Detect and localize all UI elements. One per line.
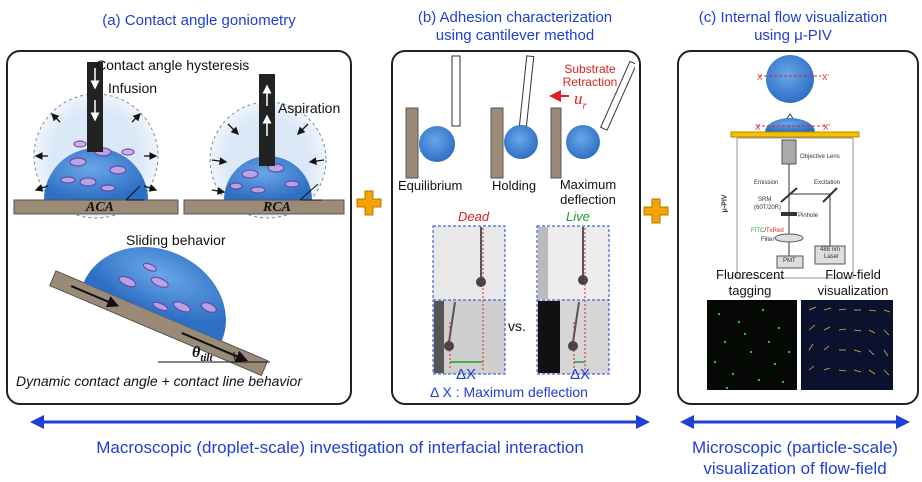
substrate-right <box>183 199 345 215</box>
upiv-side-label: μ-PIV <box>721 194 729 213</box>
ur-subscript: r <box>582 99 587 112</box>
macro-caption: Macroscopic (droplet-scale) investigatio… <box>96 438 584 457</box>
tilt-angle-arc <box>233 351 237 363</box>
panel-b-graphic <box>405 55 635 375</box>
fluorescent-image <box>707 300 797 390</box>
live-dx-label: ΔX <box>570 366 591 383</box>
equilibrium-substrate <box>405 107 419 179</box>
aca-label: ACA <box>86 200 115 215</box>
fluorescent-label-line1: Fluorescent <box>716 267 784 282</box>
panel-a-title: (a) Contact angle goniometry <box>102 12 296 29</box>
max-deflection-droplet <box>566 125 600 159</box>
filter-fitc: FITC <box>751 228 765 234</box>
laser-label-line1: 488 nm <box>820 247 841 253</box>
vs-label: vs. <box>508 318 526 334</box>
srm-label-line2: (60T/20R) <box>754 205 782 211</box>
aspiration-droplet <box>224 156 312 200</box>
substrate-retraction-line2: Retraction <box>562 75 618 89</box>
ur-symbol: u <box>574 89 583 108</box>
live-label: Live <box>566 209 590 224</box>
rca-label: RCA <box>263 200 292 215</box>
dead-top-frame <box>432 225 506 301</box>
laser-box <box>814 245 846 265</box>
infusion-label: Infusion <box>108 80 158 96</box>
holding-substrate <box>490 107 504 179</box>
top-view-droplet <box>766 55 814 103</box>
filter-label-line2: Filter <box>761 237 775 243</box>
theta-label: θtilt <box>192 344 213 364</box>
panel-a-graphic <box>13 62 345 377</box>
filter-label-line1: FITC/TxRed <box>751 228 784 234</box>
holding-label: Holding <box>492 178 537 193</box>
theta-subscript: tilt <box>200 352 213 365</box>
x-left-label: X <box>757 73 763 82</box>
plus-sign-right <box>643 198 669 224</box>
equilibrium-droplet <box>419 126 455 162</box>
micro-caption-line1: Microscopic (particle-scale) <box>692 438 898 457</box>
emission-label: Emission <box>754 180 779 186</box>
pinhole-label: Pinhole <box>798 213 819 219</box>
filter-separator: / <box>764 228 767 234</box>
srm-label-line1: SRM <box>758 197 772 203</box>
pmt-label: PMT <box>783 258 796 264</box>
holding-cantilever <box>518 55 535 127</box>
macro-arrow <box>30 415 650 429</box>
flowfield-label-line2: visualization <box>817 283 889 298</box>
theta-symbol: θ <box>192 344 201 361</box>
pmt-box <box>776 255 804 269</box>
dead-dx-label: ΔX <box>456 366 477 383</box>
plus-sign-left <box>356 190 382 216</box>
flow-field-image <box>801 300 893 390</box>
holding-droplet <box>504 125 538 159</box>
equilibrium-cantilever <box>451 55 461 127</box>
live-top-frame <box>536 225 610 301</box>
max-deflection-substrate <box>550 107 562 179</box>
equilibrium-label: Equilibrium <box>398 178 463 193</box>
panel-c-title-line1: (c) Internal flow visualization <box>698 9 888 26</box>
max-deflection-cantilever <box>600 60 635 131</box>
panel-c-title-line2: using μ-PIV <box>754 27 832 44</box>
x-prime-right-label-2: X' <box>823 123 830 132</box>
x-left-label-2: X <box>755 123 761 132</box>
fluorescent-label-line2: tagging <box>728 283 772 298</box>
objective-lens <box>781 139 797 165</box>
sample-plate <box>730 131 860 138</box>
panel-c-graphic <box>707 55 893 390</box>
objective-lens-label: Objective Lens <box>800 154 840 160</box>
panel-b-title-line2: using cantilever method <box>435 27 595 44</box>
dead-label: Dead <box>458 209 490 224</box>
sliding-label: Sliding behavior <box>126 232 226 248</box>
flowfield-label-line1: Flow-field <box>825 267 881 282</box>
retraction-velocity-label: ur <box>574 89 587 111</box>
substrate-left <box>13 199 179 215</box>
aspiration-label: Aspiration <box>278 100 341 116</box>
excitation-label: Excitation <box>814 180 841 186</box>
dynamic-caption: Dynamic contact angle + contact line beh… <box>16 373 302 389</box>
hysteresis-label: Contact angle hysteresis <box>96 57 250 73</box>
dx-caption: Δ X : Maximum deflection <box>430 384 588 400</box>
substrate-retraction-line1: Substrate <box>564 62 616 76</box>
filter-txred: TxRed <box>766 228 784 234</box>
micro-arrow <box>680 415 910 429</box>
x-prime-right-label: X' <box>822 73 829 82</box>
laser-label-line2: Laser <box>824 254 840 260</box>
micro-caption-line2: visualization of flow-field <box>703 459 887 478</box>
maximum-label-line2: deflection <box>560 192 616 207</box>
sliding-droplet <box>83 247 226 342</box>
maximum-label-line1: Maximum <box>559 177 617 192</box>
side-droplet <box>765 118 815 132</box>
panel-b-title-line1: (b) Adhesion characterization <box>417 9 613 26</box>
